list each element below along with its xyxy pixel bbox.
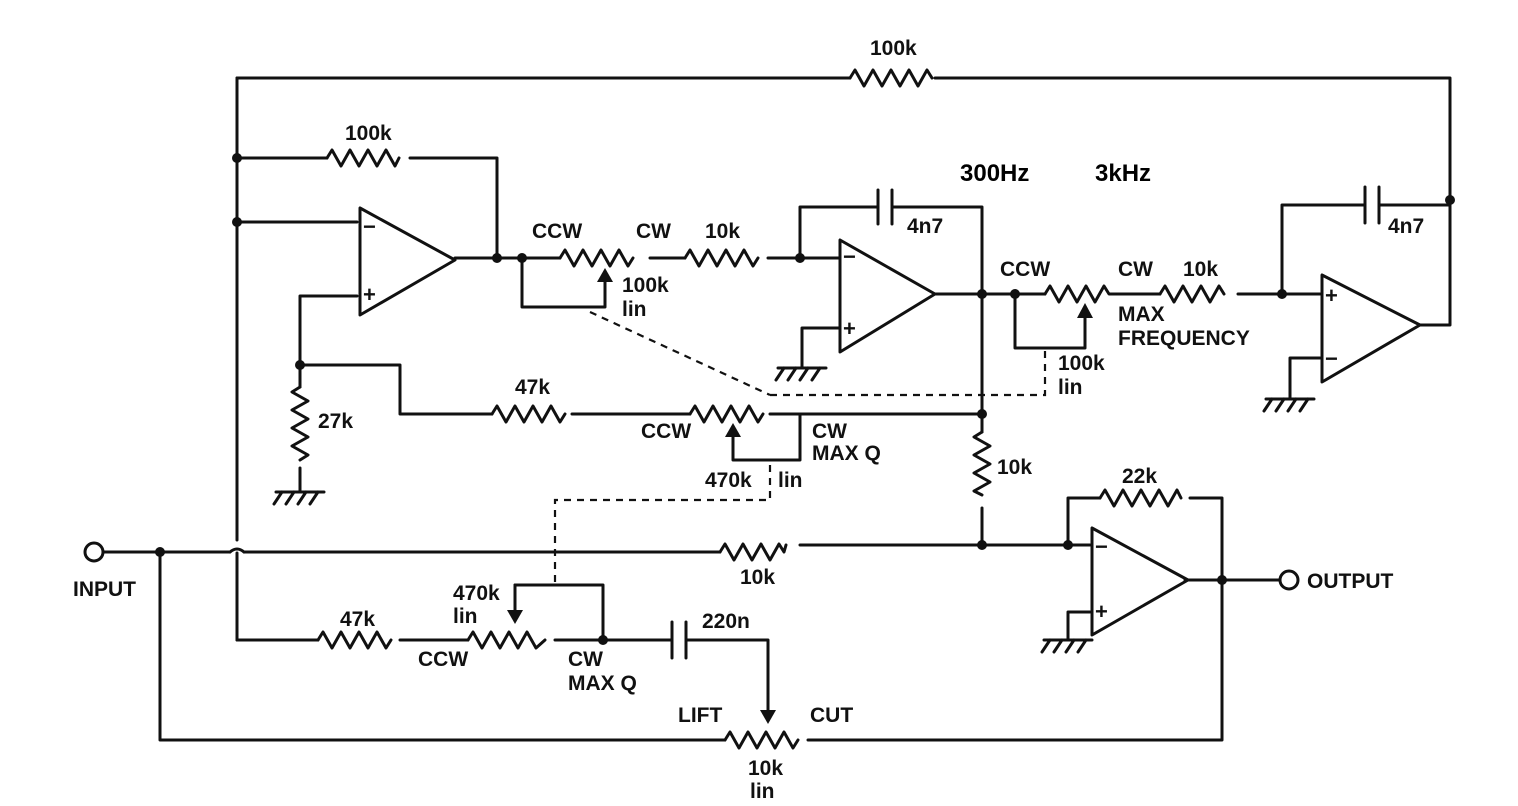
ground-symbol: [272, 490, 326, 506]
opamp3-minus-sign: −: [1325, 346, 1338, 371]
label-pot-q2-cw: CW: [568, 648, 603, 671]
label-pot-q1-value: 470k: [705, 469, 752, 492]
opamp3-plus-sign: +: [1325, 283, 1338, 308]
label-cap-int2: 4n7: [1388, 215, 1424, 238]
label-pot-q1-cw: CW: [812, 420, 847, 443]
label-pot2-value: 100k: [1058, 352, 1105, 375]
pot-wipers: [507, 268, 1093, 724]
label-max-frequency-2: FREQUENCY: [1118, 327, 1250, 350]
resistor-out-feedback: [1098, 488, 1183, 508]
resistor-q-ref: [490, 404, 567, 424]
label-lift: LIFT: [678, 704, 722, 727]
capacitors: [670, 185, 1385, 660]
opamps: [358, 206, 1422, 637]
opamp2-plus-sign: +: [843, 316, 856, 341]
resistor-q-low: [316, 630, 393, 650]
resistor-sum-vertical: [972, 430, 992, 497]
label-r-top-feedback: 100k: [870, 37, 917, 60]
label-pot-boost-value: 10k: [748, 757, 783, 780]
pot1-body: [558, 248, 635, 268]
label-r-ground: 27k: [318, 410, 353, 433]
label-r-input-sum: 10k: [740, 566, 775, 589]
label-pot2-taper: lin: [1058, 376, 1083, 399]
label-pot-boost-taper: lin: [750, 780, 775, 803]
resistor-ground-27k: [290, 385, 310, 462]
label-r-int2-in: 10k: [1183, 258, 1218, 281]
opamp1-plus-sign: +: [363, 282, 376, 307]
opamp-3: [1320, 273, 1422, 384]
pot2-body: [1043, 284, 1117, 304]
cap-int1: [876, 188, 894, 226]
opampout-minus-sign: −: [1095, 534, 1108, 559]
label-pot-q2-maxq: MAX Q: [568, 672, 637, 695]
ground-symbol: [1262, 397, 1316, 413]
pot-boost-body: [723, 730, 800, 750]
label-r-inv1-feedback: 100k: [345, 122, 392, 145]
input-terminal: [83, 541, 105, 563]
label-pot1-ccw: CCW: [532, 220, 582, 243]
label-pot1-taper: lin: [622, 298, 647, 321]
label-cap-int1: 4n7: [907, 215, 943, 238]
cap-band: [670, 620, 688, 660]
resistor-inv1-feedback: [325, 148, 401, 168]
opamp2-minus-sign: −: [843, 244, 856, 269]
label-pot-q2-value: 470k: [453, 582, 500, 605]
resistors: [290, 68, 1226, 750]
resistor-int1-in: [683, 248, 760, 268]
wires: [101, 76, 1452, 742]
ground-symbol: [774, 366, 828, 382]
cap-int2: [1363, 185, 1381, 225]
label-pot-q2-ccw: CCW: [418, 648, 468, 671]
label-r-q-ref: 47k: [515, 376, 550, 399]
label-max-frequency-1: MAX: [1118, 303, 1165, 326]
pot-q2-body: [466, 630, 547, 650]
label-r-sum-vertical: 10k: [997, 456, 1032, 479]
pot-q1-body: [688, 404, 765, 424]
labels: 300Hz 3kHz 100k 100k CCW CW 100k lin 10k…: [73, 37, 1424, 803]
label-pot-q2-taper: lin: [453, 605, 478, 628]
label-pot-q1-ccw: CCW: [641, 420, 691, 443]
input-label: INPUT: [73, 578, 136, 601]
opamp-out: [1090, 526, 1190, 637]
ground-symbol: [1040, 638, 1094, 654]
output-label: OUTPUT: [1307, 570, 1394, 593]
label-pot2-cw: CW: [1118, 258, 1153, 281]
label-pot1-value: 100k: [622, 274, 669, 297]
label-pot-q1-taper: lin: [778, 469, 803, 492]
opampout-plus-sign: +: [1095, 599, 1108, 624]
resistor-top-feedback: [848, 68, 934, 88]
opamp-1: [358, 206, 457, 317]
label-r-out-feedback: 22k: [1122, 465, 1157, 488]
grounds: [272, 363, 1316, 654]
label-pot1-cw: CW: [636, 220, 671, 243]
io-terminals: [83, 541, 1300, 591]
resistor-int2-in: [1158, 284, 1226, 304]
label-cap-band: 220n: [702, 610, 750, 633]
opamp1-minus-sign: −: [363, 214, 376, 239]
output-terminal: [1278, 569, 1300, 591]
label-pot-q1-maxq: MAX Q: [812, 442, 881, 465]
gang-links: [553, 311, 1047, 582]
junction-dots: [155, 153, 1455, 645]
opamp-2: [838, 238, 937, 354]
label-cut: CUT: [810, 704, 853, 727]
freq-low-label: 300Hz: [960, 160, 1029, 187]
label-pot2-ccw: CCW: [1000, 258, 1050, 281]
label-r-q-low: 47k: [340, 608, 375, 631]
label-r-int1-in: 10k: [705, 220, 740, 243]
resistor-input-sum: [718, 542, 788, 562]
opamp-pin-signs: − + − + + − − +: [363, 214, 1338, 624]
freq-high-label: 3kHz: [1095, 160, 1151, 187]
